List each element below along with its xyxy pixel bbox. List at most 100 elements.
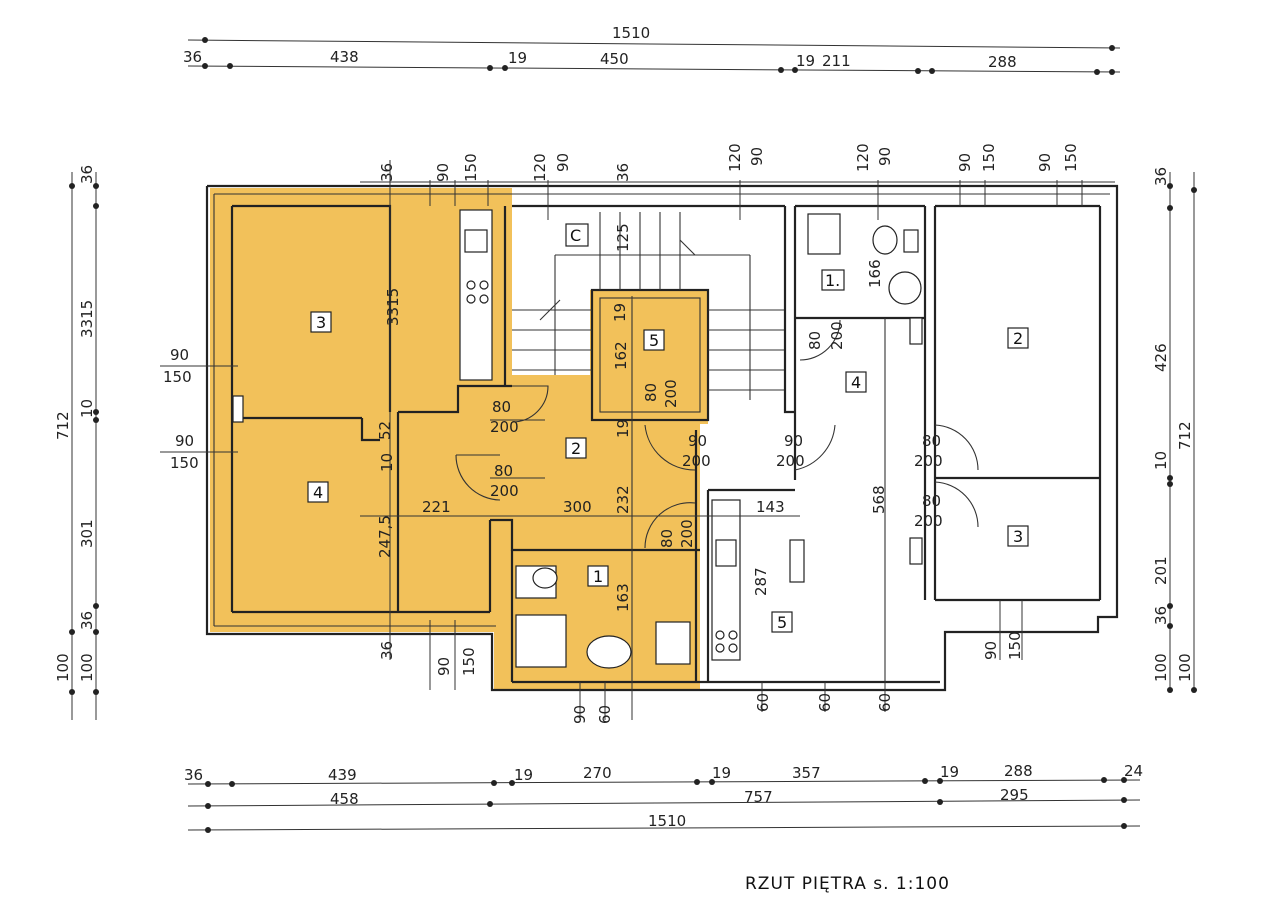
room-label-stair-c: C (570, 226, 581, 245)
dimension-label: 36 (1152, 606, 1170, 625)
dimension-label: 163 (614, 583, 632, 612)
dimension-label: 24 (1124, 762, 1143, 780)
dimension-label: 10 (78, 399, 96, 418)
dimension-label: 36 (183, 48, 202, 66)
dimension-label: 568 (870, 485, 888, 514)
right-dimension-chains: 36 426 10 201 36 100 712 100 (1152, 167, 1197, 693)
room-label-left-2: 2 (571, 439, 581, 458)
dimension-label: 90 (571, 705, 589, 724)
dimension-label: 150 (170, 454, 199, 472)
dimension-label: 200 (678, 519, 696, 548)
dimension-label: 200 (662, 379, 680, 408)
left-dimension-chains: 712 36 3315 10 301 36 100 100 90 150 90 … (54, 165, 238, 720)
dimension-label: 357 (792, 764, 821, 782)
dimension-label: 288 (988, 53, 1017, 71)
dimension-label: 10 (1152, 451, 1170, 470)
dimension-label: 200 (682, 452, 711, 470)
dimension-label: 200 (490, 482, 519, 500)
dimension-label: 90 (748, 147, 766, 166)
dimension-label: 200 (490, 418, 519, 436)
dimension-label: 36 (78, 611, 96, 630)
dimension-label: 80 (658, 529, 676, 548)
dimension-label: 100 (78, 653, 96, 682)
room-label-right-1: 1. (825, 271, 840, 290)
dimension-label: 19 (940, 763, 959, 781)
dimension-label: 100 (54, 653, 72, 682)
dim-top-total: 1510 (612, 24, 650, 42)
internal-dimensions: 3315 52 10 247,5 221 300 232 19 19 162 1… (360, 160, 943, 700)
dimension-label: 90 (434, 163, 452, 182)
dimension-label: 36 (378, 641, 396, 660)
dimension-label: 120 (854, 143, 872, 172)
right-unit-walls (706, 204, 1102, 682)
dimension-label: 19 (796, 52, 815, 70)
dimension-label: 60 (816, 693, 834, 712)
dimension-label: 143 (756, 498, 785, 516)
dimension-label: 90 (982, 641, 1000, 660)
highlighted-apartment (210, 188, 708, 690)
dimension-label: 438 (330, 48, 359, 66)
dimension-label: 200 (914, 452, 943, 470)
dimension-label: 90 (784, 432, 803, 450)
dimension-label: 426 (1152, 343, 1170, 372)
dimension-label: 162 (612, 341, 630, 370)
dimension-label: 757 (744, 788, 773, 806)
dimension-label: 200 (914, 512, 943, 530)
door-swings (455, 319, 979, 549)
dimension-label: 295 (1000, 786, 1029, 804)
dimension-label: 288 (1004, 762, 1033, 780)
room-label-left-3: 3 (316, 313, 326, 332)
dimension-label: 19 (611, 303, 629, 322)
dimension-label: 247,5 (376, 515, 394, 558)
bottom-dimension-chains: 36 439 19 270 19 357 19 288 24 458 757 2… (184, 762, 1143, 833)
dimension-label: 10 (378, 453, 396, 472)
dimension-label: 90 (688, 432, 707, 450)
room-labels: 3 4 2 1 5 C 1. 2 3 4 5 (307, 223, 1029, 633)
dimension-label: 60 (754, 693, 772, 712)
dimension-label: 80 (806, 331, 824, 350)
dimension-label: 201 (1152, 556, 1170, 585)
dimension-label: 90 (554, 153, 572, 172)
outer-walls (205, 184, 1119, 692)
dimension-label: 100 (1152, 653, 1170, 682)
dimension-label: 221 (422, 498, 451, 516)
dimension-label: 60 (596, 705, 614, 724)
room-label-right-3: 3 (1013, 527, 1023, 546)
dimension-label: 19 (614, 419, 632, 438)
opening-dims-bottom: 36 90 150 90 60 60 60 60 90 150 (378, 600, 1024, 724)
dimension-label: 80 (492, 398, 511, 416)
dimension-label: 450 (600, 50, 629, 68)
dimension-label: 90 (876, 147, 894, 166)
dimension-label: 80 (922, 492, 941, 510)
dimension-label: 3315 (78, 300, 96, 338)
dimension-label: 90 (175, 432, 194, 450)
room-label-right-5: 5 (777, 613, 787, 632)
dimension-label: 125 (614, 223, 632, 252)
dimension-label: 150 (1062, 143, 1080, 172)
dimension-label: 712 (1176, 421, 1194, 450)
dimension-label: 60 (876, 693, 894, 712)
dimension-label: 36 (378, 163, 396, 182)
dimension-label: 150 (163, 368, 192, 386)
dimension-label: 712 (54, 411, 72, 440)
dimension-label: 36 (184, 766, 203, 784)
dimension-label: 120 (726, 143, 744, 172)
room-label-right-2: 2 (1013, 329, 1023, 348)
opening-dims-top: 36 90 150 120 90 36 120 90 120 90 90 150… (360, 143, 1115, 252)
dimension-label: 270 (583, 764, 612, 782)
dimension-label: 439 (328, 766, 357, 784)
dimension-label: 150 (460, 647, 478, 676)
dimension-label: 80 (642, 383, 660, 402)
drawing-caption: RZUT PIĘTRA s. 1:100 (745, 874, 950, 894)
fixtures (232, 209, 923, 669)
dimension-label: 3315 (384, 288, 402, 326)
dimension-label: 90 (170, 346, 189, 364)
room-label-right-4: 4 (851, 373, 861, 392)
dimension-label: 211 (822, 52, 851, 70)
dimension-label: 36 (614, 163, 632, 182)
dimension-label: 19 (712, 764, 731, 782)
dimension-label: 52 (376, 421, 394, 440)
dimension-label: 150 (462, 153, 480, 182)
dimension-label: 120 (531, 153, 549, 182)
dimension-label: 90 (435, 657, 453, 676)
